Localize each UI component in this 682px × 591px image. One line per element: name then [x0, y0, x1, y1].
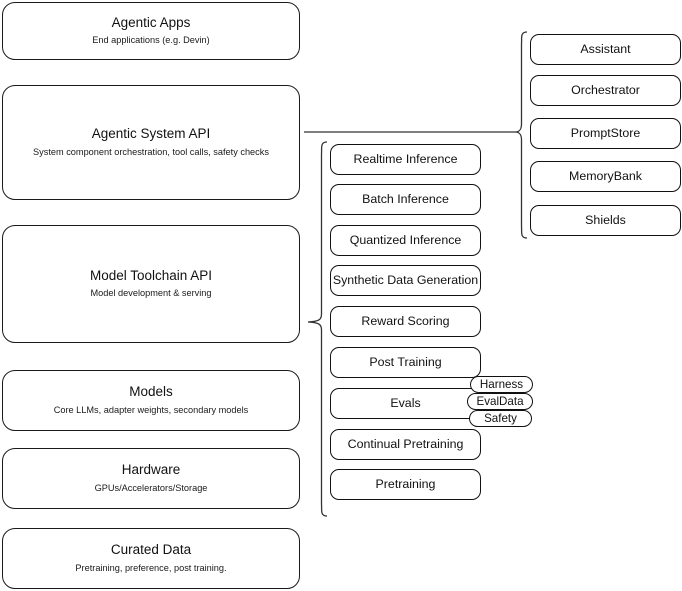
capability-label: Synthetic Data Generation: [332, 273, 479, 288]
layer-title: Models: [129, 384, 173, 400]
component-shields[interactable]: Shields: [530, 205, 681, 236]
layer-curated-data[interactable]: Curated Data Pretraining, preference, po…: [2, 528, 300, 589]
capability-label: Realtime Inference: [353, 152, 458, 167]
capability-label: Reward Scoring: [361, 314, 450, 329]
capability-realtime-inference[interactable]: Realtime Inference: [330, 144, 481, 175]
capability-label: Pretraining: [375, 477, 436, 492]
layer-title: Agentic Apps: [111, 14, 191, 30]
layer-title: Hardware: [121, 462, 181, 478]
evals-tag-label: Harness: [479, 377, 524, 391]
layer-subtitle: Core LLMs, adapter weights, secondary mo…: [53, 404, 249, 415]
component-orchestrator[interactable]: Orchestrator: [530, 75, 681, 106]
layer-agentic-system-api[interactable]: Agentic System API System component orch…: [2, 85, 300, 200]
capability-post-training[interactable]: Post Training: [330, 347, 481, 378]
evals-tag-label: Safety: [484, 411, 517, 425]
component-label: Orchestrator: [571, 83, 640, 98]
layer-model-toolchain-api[interactable]: Model Toolchain API Model development & …: [2, 225, 300, 343]
layer-title: Curated Data: [110, 542, 192, 558]
capability-reward-scoring[interactable]: Reward Scoring: [330, 306, 481, 337]
capability-label: Evals: [390, 396, 421, 411]
layer-subtitle: GPUs/Accelerators/Storage: [94, 482, 208, 493]
capability-continual-pretraining[interactable]: Continual Pretraining: [330, 429, 481, 460]
toolchain-capabilities-brace: [307, 141, 328, 517]
layer-agentic-apps[interactable]: Agentic Apps End applications (e.g. Devi…: [2, 2, 300, 60]
component-label: Shields: [585, 213, 626, 228]
component-label: Assistant: [580, 42, 631, 57]
layer-title: Model Toolchain API: [89, 267, 213, 283]
evals-tag-safety[interactable]: Safety: [469, 410, 532, 427]
component-promptstore[interactable]: PromptStore: [530, 118, 681, 149]
layer-subtitle: Pretraining, preference, post training.: [75, 562, 227, 573]
capability-synthetic-data-generation[interactable]: Synthetic Data Generation: [330, 265, 481, 296]
evals-tag-label: EvalData: [476, 394, 524, 408]
capability-batch-inference[interactable]: Batch Inference: [330, 184, 481, 215]
layer-hardware[interactable]: Hardware GPUs/Accelerators/Storage: [2, 448, 300, 509]
capability-label: Continual Pretraining: [347, 437, 464, 452]
capability-label: Post Training: [369, 355, 442, 370]
component-label: MemoryBank: [569, 169, 642, 184]
capability-label: Quantized Inference: [349, 233, 462, 248]
evals-tag-evaldata[interactable]: EvalData: [467, 393, 533, 410]
layer-subtitle: Model development & serving: [90, 288, 212, 299]
evals-tag-harness[interactable]: Harness: [470, 376, 533, 393]
layer-title: Agentic System API: [91, 126, 211, 142]
capability-quantized-inference[interactable]: Quantized Inference: [330, 225, 481, 256]
layer-subtitle: End applications (e.g. Devin): [92, 35, 210, 46]
component-label: PromptStore: [570, 126, 641, 141]
capability-label: Batch Inference: [362, 192, 449, 207]
system-components-brace: [515, 31, 528, 239]
capability-pretraining[interactable]: Pretraining: [330, 469, 481, 500]
layer-models[interactable]: Models Core LLMs, adapter weights, secon…: [2, 370, 300, 431]
component-memorybank[interactable]: MemoryBank: [530, 161, 681, 192]
component-assistant[interactable]: Assistant: [530, 34, 681, 65]
layer-subtitle: System component orchestration, tool cal…: [33, 146, 269, 157]
capability-evals[interactable]: Evals: [330, 388, 481, 419]
